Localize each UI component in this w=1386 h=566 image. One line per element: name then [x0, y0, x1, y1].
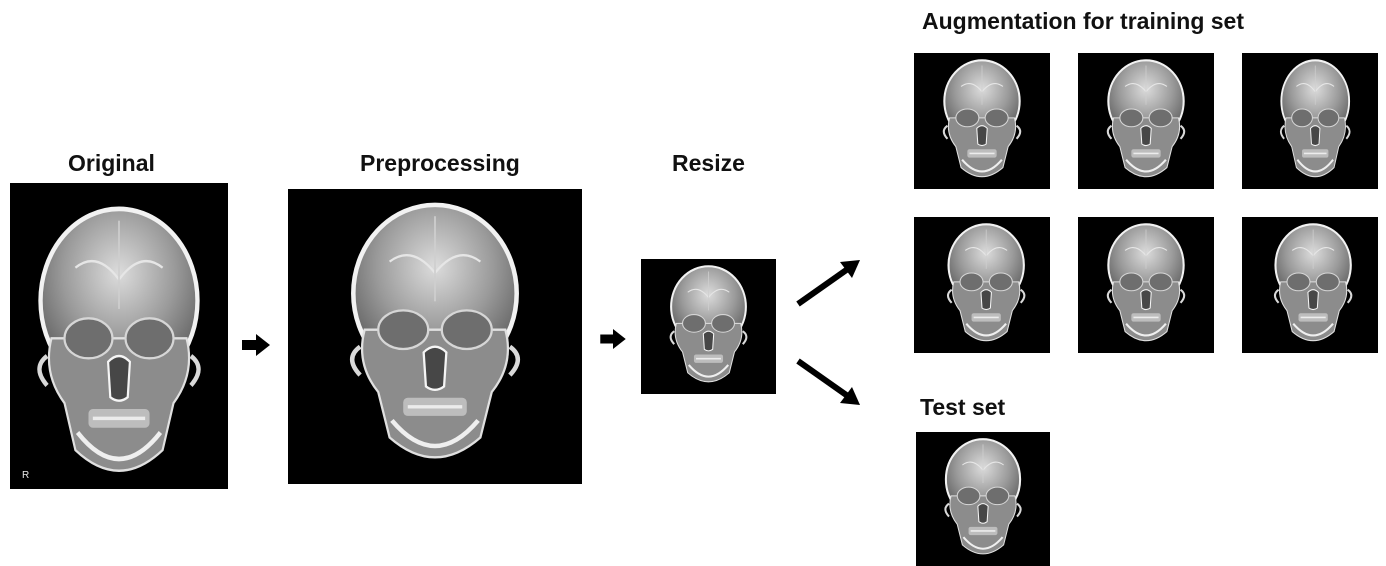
- diagonal-arrow-icon: [790, 355, 870, 415]
- test-set-xray-image: [916, 432, 1050, 566]
- augmented-xray-image-1: [914, 53, 1050, 189]
- diagonal-arrow-icon: [790, 250, 870, 310]
- right-arrow-icon: [242, 334, 270, 356]
- preprocessing-label: Preprocessing: [360, 150, 520, 177]
- augmented-xray-image-6: [1242, 217, 1378, 353]
- augmented-xray-image-4: [914, 217, 1050, 353]
- preprocessed-xray-image: [288, 189, 582, 484]
- orientation-marker: R: [22, 470, 29, 481]
- test-set-label: Test set: [920, 394, 1005, 421]
- original-label: Original: [68, 150, 155, 177]
- augmented-xray-image-3: [1242, 53, 1378, 189]
- augmentation-label: Augmentation for training set: [922, 8, 1244, 35]
- resized-xray-image: [641, 259, 776, 394]
- right-arrow-icon: [600, 329, 626, 349]
- augmented-xray-image-2: [1078, 53, 1214, 189]
- original-xray-image: R: [10, 183, 228, 489]
- resize-label: Resize: [672, 150, 745, 177]
- augmented-xray-image-5: [1078, 217, 1214, 353]
